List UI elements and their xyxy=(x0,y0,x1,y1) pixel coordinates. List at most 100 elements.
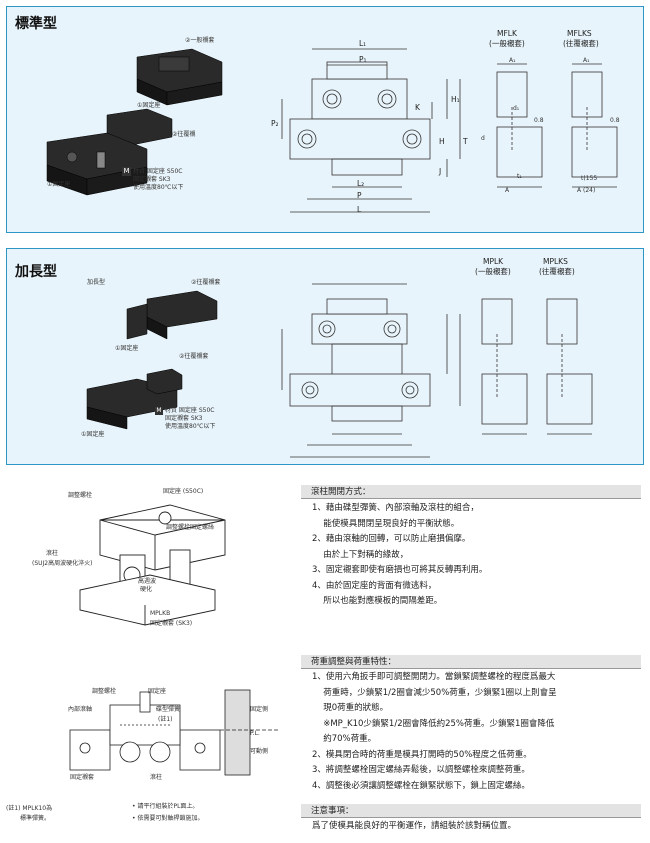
extended-photo-label: ②往覆襯套 xyxy=(179,353,209,360)
diagram-label: 調整螺栓 xyxy=(92,688,117,695)
dim-label: L₁ xyxy=(359,39,367,48)
dim-label: P₂ xyxy=(271,119,279,128)
diagram-label: 調整螺栓固定螺絲 xyxy=(166,524,215,531)
text-line: 由於上下對稱的緣故， xyxy=(312,549,409,560)
material-badge: M xyxy=(155,407,163,415)
side-dim-label: 0.8 xyxy=(534,117,544,124)
diagram-label: 固定襯套 xyxy=(70,774,95,781)
extended-type-panel: 加長型 加長型 ②往覆襯套 ①固定座 ②往覆襯套 ①固定座 M 材質 固定座 S… xyxy=(6,248,644,465)
mflk-subtitle: (一般襯套) xyxy=(489,39,525,48)
roller-mechanism-diagram xyxy=(79,504,226,626)
standard-type-title: 標準型 xyxy=(15,16,57,32)
load-characteristics-header: 荷重調整與荷重特性： xyxy=(301,655,641,669)
diagram-label: 可動側 xyxy=(250,748,269,755)
material-line: 材質 固定座 S50C xyxy=(165,407,215,414)
text-line: 所以也能對應模板的間隔差距。 xyxy=(312,596,443,606)
text-line: 現0荷重的狀態。 xyxy=(312,703,389,713)
dim-label: K xyxy=(415,103,420,112)
text-line: 爲了使模具能良好的平衡運作，請組裝於該對稱位置。 xyxy=(312,821,517,831)
text-line: 1、藉由碟型彈簧、內部滾軸及滾柱的組合， xyxy=(312,503,479,513)
text-line: 2、藉由滾軸的回轉，可以防止磨損偏摩。 xyxy=(312,534,471,544)
standard-type-panel: 標準型 ②一般襯套 ①固定座 ②往覆襯 ①固定座 M 材質 固定座 S50C 固… xyxy=(6,6,644,233)
diagram-label: 固定襯套 (SK3) xyxy=(150,620,193,627)
text-line: 3、固定襯套即使有磨損也可將其反轉再利用。 xyxy=(312,565,488,575)
material-line: 固定襯套 SK3 xyxy=(133,176,171,183)
side-dim-label: A₁ xyxy=(583,57,590,64)
diagram-label: P.L. xyxy=(250,730,260,737)
material-line: 材質 固定座 S50C xyxy=(133,168,183,175)
diagram-label: 調整螺栓 xyxy=(68,492,93,499)
side-dim-label: d₁ xyxy=(513,105,520,112)
dim-label: H xyxy=(439,137,445,146)
side-dim-label: 0.8 xyxy=(610,117,620,124)
load-adjustment-diagram xyxy=(69,689,280,776)
side-dim-label: A xyxy=(505,187,510,194)
diagram-label: 高週波 xyxy=(138,578,157,585)
diagram-label: 內部滾軸 xyxy=(68,706,93,713)
mflks-subtitle: (往覆襯套) xyxy=(539,267,575,276)
dim-label: L₂ xyxy=(357,179,365,188)
extended-photo-label: ①固定座 xyxy=(81,431,105,438)
material-line: 使用溫度80℃以下 xyxy=(133,184,184,191)
standard-product-photo xyxy=(46,48,223,196)
text-line: 荷重時，少鎖緊1/2圈會減少50%荷重，少鎖緊1圈以上則會呈 xyxy=(312,687,557,698)
text-line: 4、調整後必須讓調整螺栓在鎖緊狀態下，鎖上固定螺絲。 xyxy=(312,780,530,791)
diagram-label: 固定座 xyxy=(148,688,167,695)
load-characteristics-text: 1、使用六角扳手即可調整開閉力。當鎖緊調整螺栓的程度爲最大 荷重時，少鎖緊1/2… xyxy=(312,670,557,794)
extended-side-view-drawing xyxy=(481,298,593,435)
text-line: 約70%荷重。 xyxy=(312,734,377,744)
dim-label: L xyxy=(357,205,362,214)
text-line: 4、由於固定座的背面有微逃料， xyxy=(312,580,437,591)
standard-photo-label: ①固定座 xyxy=(47,181,71,188)
text-line: 2、模具閉合時的荷重是模具打開時的50%程度之低荷重。 xyxy=(312,749,532,760)
extended-photo-label: 加長型 xyxy=(87,279,106,286)
extended-front-view-drawing xyxy=(281,283,461,458)
note-text: • 請平行組裝於PL面上。 xyxy=(132,803,199,810)
diagram-label: 碟型彈簧 xyxy=(156,706,181,713)
extended-photo-label: ②往覆襯套 xyxy=(191,279,221,286)
standard-photo-label: ②往覆襯 xyxy=(172,131,196,138)
side-dim-label: A (24) xyxy=(577,187,596,194)
standard-photo-label: ②一般襯套 xyxy=(185,37,215,44)
diagram-label: (SUJ2高周波硬化淬火) xyxy=(32,560,93,567)
dim-label: T xyxy=(463,137,468,146)
roller-method-header: 滾柱開閉方式： xyxy=(301,485,641,499)
diagram-label: 固定座 (S50C) xyxy=(163,488,204,495)
dim-label: J xyxy=(439,167,442,176)
side-dim-label: t₁ xyxy=(517,173,522,180)
mflk-title: MPLK xyxy=(483,257,504,266)
diagram-label: (註1) xyxy=(158,716,173,723)
dim-label: P xyxy=(357,191,362,200)
roller-method-text: 1、藉由碟型彈簧、內部滾軸及滾柱的組合， 能使模具開閉呈現良好的平衡狀態。 2、… xyxy=(312,501,487,610)
note-text: 標準彈簧。 xyxy=(20,815,51,822)
mflks-subtitle: (往覆襯套) xyxy=(563,39,599,48)
mflks-title: MPLKS xyxy=(543,257,568,266)
standard-side-view-drawing xyxy=(496,63,618,188)
mflks-title: MFLKS xyxy=(567,29,592,38)
side-dim-label: A₁ xyxy=(509,57,516,64)
side-dim-label: t(155 xyxy=(581,175,598,182)
extended-photo-label: ①固定座 xyxy=(115,345,139,352)
diagram-label: 固定側 xyxy=(250,706,269,713)
dim-label: H₁ xyxy=(451,95,460,104)
standard-front-view-drawing xyxy=(281,48,461,213)
diagram-label: 硬化 xyxy=(140,586,153,593)
text-line: 3、將調整螺栓固定螺絲弄鬆後，以調整螺栓來調整荷重。 xyxy=(312,765,530,775)
notes-text: 爲了使模具能良好的平衡運作，請組裝於該對稱位置。 xyxy=(312,819,516,835)
dim-label: P₁ xyxy=(359,55,367,64)
material-badge: M xyxy=(122,167,131,176)
extended-product-photo xyxy=(86,290,218,430)
material-line: 使用溫度80℃以下 xyxy=(165,423,216,430)
diagram-label: 滾柱 xyxy=(150,774,163,781)
text-line: 1、使用六角扳手即可調整開閉力。當鎖緊調整螺栓的程度爲最大 xyxy=(312,672,556,682)
text-line: ※MP_K10少鎖緊1/2圈會降低約25%荷重。少鎖緊1圈會降低 xyxy=(312,718,555,729)
text-line: 能使模具開閉呈現良好的平衡狀態。 xyxy=(312,518,460,529)
note-text: (註1) MPLK10為 xyxy=(6,805,53,812)
material-line: 固定襯套 SK3 xyxy=(165,415,203,422)
mflk-subtitle: (一般襯套) xyxy=(475,267,511,276)
mflk-title: MFLK xyxy=(497,29,517,38)
side-dim-label: d xyxy=(481,135,485,142)
standard-photo-label: ①固定座 xyxy=(137,102,161,109)
extended-type-title: 加長型 xyxy=(15,264,57,280)
diagram-label: 滾柱 xyxy=(46,550,59,557)
